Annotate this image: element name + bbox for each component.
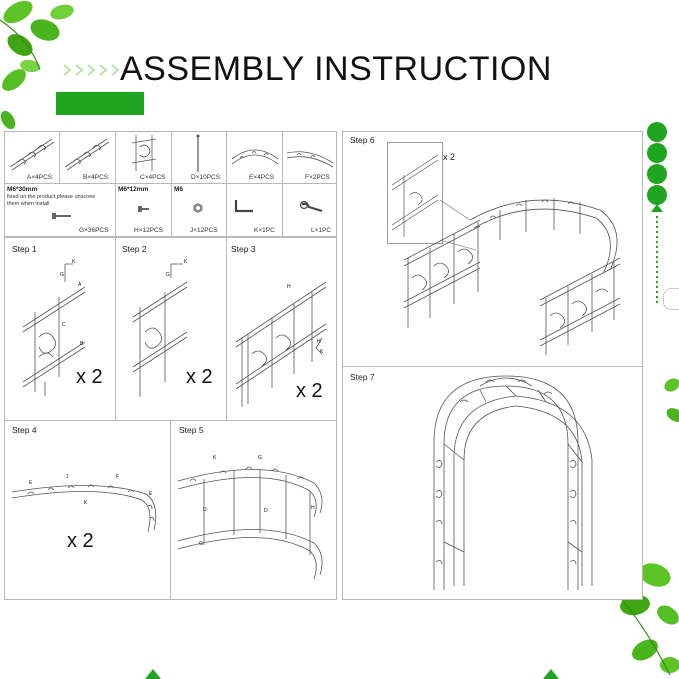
part-a-label: A×4PCS: [27, 174, 53, 181]
part-cell-d: [171, 131, 227, 184]
step-1-cell: [4, 237, 116, 421]
part-c-drawing-icon: [131, 135, 157, 171]
callout-d2-step5: D: [264, 508, 268, 514]
callout-b-step1: B: [80, 341, 84, 347]
step-2-multiplier: x 2: [186, 366, 213, 388]
step-7-cell: [342, 366, 643, 600]
part-d-drawing-icon: [196, 134, 200, 172]
part-b-drawing-icon: [64, 138, 110, 171]
part-cell-l: [282, 183, 337, 237]
part-g-note: fixed on the product,please unscrew them…: [7, 194, 96, 207]
step-4-multiplier: x 2: [67, 530, 94, 552]
step-5-diagram-icon: [177, 466, 323, 580]
callout-k-step4: K: [84, 500, 88, 506]
callout-f-step4: F: [116, 474, 120, 480]
bolt-short-icon: [138, 206, 149, 212]
part-j-size: M6: [174, 186, 184, 193]
part-h-label: H×12PCS: [134, 227, 164, 234]
part-cell-c: [115, 131, 172, 184]
part-h-size: M6*12mm: [118, 186, 149, 193]
callout-k-step3: K: [320, 349, 324, 355]
wrench-icon: [299, 200, 323, 213]
part-f-label: F×2PCS: [305, 174, 330, 181]
callout-k-step5: K: [213, 455, 217, 461]
callout-d-step5: D: [203, 507, 207, 513]
page-edge-tab: [663, 288, 679, 310]
step-7-arch-diagram-icon: [433, 375, 593, 590]
step-1-label: Step 1: [12, 244, 37, 254]
step-4-diagram-icon: [11, 484, 157, 533]
step-2-label: Step 2: [122, 244, 147, 254]
step-3-label: Step 3: [231, 244, 256, 254]
nut-icon: [193, 203, 203, 213]
part-f-drawing-icon: [286, 151, 334, 168]
callout-a-step1: A: [78, 282, 82, 288]
part-k-label: K×1PC: [254, 227, 275, 234]
callout-g-step1: G: [60, 272, 64, 278]
step-1-diagram-icon: [22, 263, 86, 396]
step-1-multiplier: x 2: [76, 366, 103, 388]
part-j-label: J×12PCS: [190, 227, 218, 234]
callout-k-step1: K: [72, 259, 76, 265]
part-cell-e: [226, 131, 283, 184]
step-3-multiplier: x 2: [296, 380, 323, 402]
leaf-cluster-top-left-icon: [0, 0, 74, 130]
part-l-label: L×1PC: [311, 227, 332, 234]
part-cell-g: [4, 183, 116, 237]
part-d-label: D×10PCS: [191, 174, 221, 181]
leaf-cluster-bottom-right-icon: [589, 378, 679, 676]
step-6-inset-diagram-icon: [391, 154, 439, 237]
part-e-label: E×4PCS: [249, 174, 275, 181]
part-a-drawing-icon: [9, 138, 55, 171]
callout-g2-step5: G: [199, 541, 203, 547]
step-4-cell: [4, 420, 171, 600]
callout-k-step2: K: [184, 259, 188, 265]
part-cell-b: [59, 131, 116, 184]
arrow-up-icon-right: [543, 669, 559, 679]
arrow-up-icon-left: [145, 669, 161, 679]
title-accent-bar: [56, 92, 144, 115]
chevrons-right-icon: [63, 64, 120, 76]
part-g-label: G×36PCS: [79, 227, 109, 234]
callout-e-step4: E: [29, 480, 33, 486]
page-title: ASSEMBLY INSTRUCTION: [120, 50, 552, 88]
bolt-long-icon: [52, 213, 71, 219]
step-6-arch-diagram-icon: [403, 198, 621, 355]
part-c-label: C×4PCS: [140, 174, 166, 181]
callout-g-step2: G: [166, 272, 170, 278]
part-e-drawing-icon: [231, 149, 279, 165]
callout-e2-step4: E: [149, 491, 153, 497]
progress-dots-icon: [647, 122, 667, 305]
callout-c-step1: C: [62, 322, 66, 328]
step-3-diagram-icon: [235, 281, 327, 407]
step-5-cell: [170, 420, 337, 600]
step-7-label: Step 7: [350, 372, 375, 382]
step-6-multiplier: x 2: [443, 152, 456, 162]
callout-j-step4: J: [66, 474, 69, 480]
step-4-label: Step 4: [12, 425, 37, 435]
callout-h-step5: H: [311, 505, 315, 511]
callout-h-step3: H: [287, 284, 291, 290]
allen-key-icon: [234, 200, 253, 213]
step-6-label: Step 6: [350, 135, 375, 145]
callout-h2-step3: H: [317, 339, 321, 345]
part-g-size: M6*30mm: [7, 186, 38, 193]
callout-g-step5: G: [258, 455, 262, 461]
part-b-label: B×4PCS: [83, 174, 109, 181]
step-2-diagram-icon: [132, 263, 188, 397]
step-5-label: Step 5: [179, 425, 204, 435]
